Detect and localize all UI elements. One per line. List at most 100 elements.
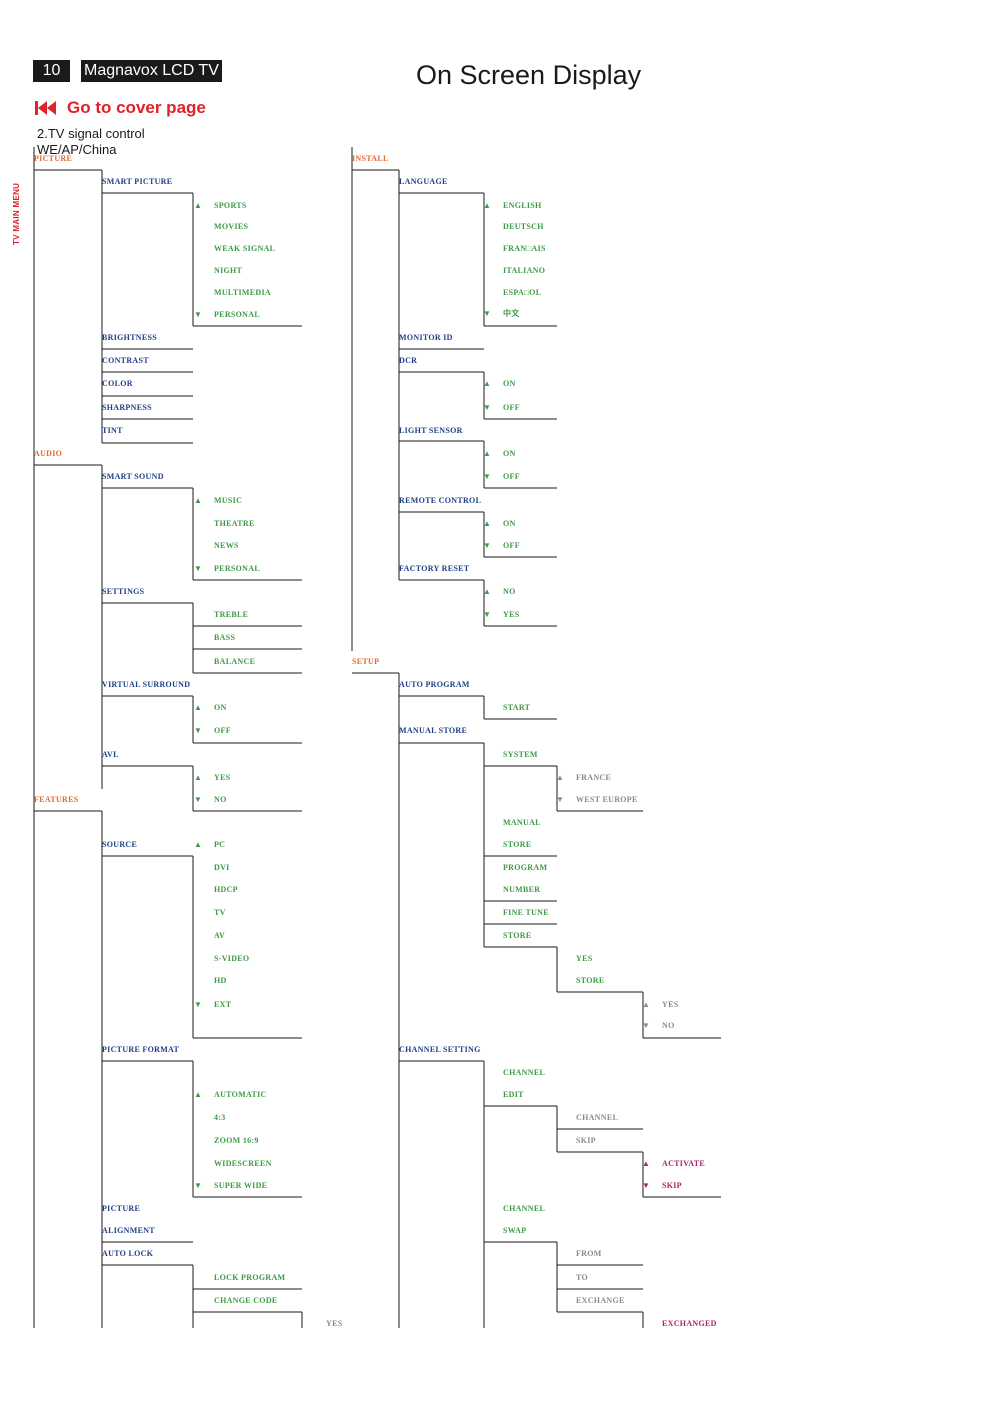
down-arrow-icon: ▼ bbox=[483, 472, 491, 481]
menu-label-option: BASS bbox=[214, 633, 236, 642]
menu-label-option: NIGHT bbox=[214, 266, 243, 275]
menu-label-option: ESPA□OL bbox=[503, 288, 542, 297]
menu-label-option: HDCP bbox=[214, 885, 238, 894]
menu-label-option: SUPER WIDE bbox=[214, 1181, 268, 1190]
menu-label-option: YES bbox=[576, 954, 593, 963]
menu-label-item: PICTURE bbox=[102, 1204, 141, 1213]
menu-label-item: AUTO LOCK bbox=[102, 1249, 154, 1258]
up-arrow-icon: ▲ bbox=[194, 773, 202, 782]
menu-label-option: EXT bbox=[214, 1000, 232, 1009]
menu-label-item: DCR bbox=[399, 356, 418, 365]
menu-label-option: YES bbox=[503, 610, 520, 619]
menu-label-item: BRIGHTNESS bbox=[102, 333, 158, 342]
up-arrow-icon: ▲ bbox=[194, 201, 202, 210]
menu-label-option: ITALIANO bbox=[503, 266, 546, 275]
down-arrow-icon: ▼ bbox=[483, 541, 491, 550]
menu-label-option: CHANNEL bbox=[503, 1204, 546, 1213]
up-arrow-icon: ▲ bbox=[483, 449, 491, 458]
menu-label-menu: FEATURES bbox=[34, 795, 79, 804]
menu-label-option: ON bbox=[503, 449, 516, 458]
menu-label-option: PERSONAL bbox=[214, 310, 260, 319]
menu-label-option: OFF bbox=[503, 403, 520, 412]
go-to-cover-link[interactable]: Go to cover page bbox=[35, 97, 206, 119]
menu-label-item: CHANNEL SETTING bbox=[399, 1045, 481, 1054]
up-arrow-icon: ▲ bbox=[483, 587, 491, 596]
down-arrow-icon: ▼ bbox=[194, 726, 202, 735]
menu-label-option: FINE TUNE bbox=[503, 908, 549, 917]
menu-label-item: AUTO PROGRAM bbox=[399, 680, 470, 689]
menu-label-option: MANUAL bbox=[503, 818, 541, 827]
down-arrow-icon: ▼ bbox=[194, 1000, 202, 1009]
menu-label-option: OFF bbox=[503, 472, 520, 481]
menu-label-option: STORE bbox=[576, 976, 605, 985]
menu-label-item: SETTINGS bbox=[102, 587, 145, 596]
brand-label: Magnavox LCD TV bbox=[81, 60, 222, 82]
menu-label-item: SMART PICTURE bbox=[102, 177, 173, 186]
down-arrow-icon: ▼ bbox=[642, 1021, 650, 1030]
menu-label-accent: SKIP bbox=[662, 1181, 682, 1190]
up-arrow-icon: ▲ bbox=[483, 379, 491, 388]
menu-label-option: ENGLISH bbox=[503, 201, 542, 210]
menu-label-option: CHANNEL bbox=[503, 1068, 546, 1077]
menu-label-accent: ACTIVATE bbox=[662, 1159, 706, 1168]
menu-label-option: AV bbox=[214, 931, 226, 940]
menu-label-option: S-VIDEO bbox=[214, 954, 250, 963]
down-arrow-icon: ▼ bbox=[194, 1181, 202, 1190]
menu-label-option: START bbox=[503, 703, 531, 712]
menu-label-option: STORE bbox=[503, 840, 532, 849]
menu-label-option: SWAP bbox=[503, 1226, 527, 1235]
down-arrow-icon: ▼ bbox=[556, 795, 564, 804]
menu-label-sub-option: EXCHANGE bbox=[576, 1296, 625, 1305]
menu-label-item: SMART SOUND bbox=[102, 472, 164, 481]
menu-label-option: THEATRE bbox=[214, 519, 255, 528]
menu-label-option: SYSTEM bbox=[503, 750, 538, 759]
down-arrow-icon: ▼ bbox=[194, 564, 202, 573]
menu-label-option: PC bbox=[214, 840, 226, 849]
menu-label-option: FRAN□AIS bbox=[503, 244, 546, 253]
menu-label-option: EDIT bbox=[503, 1090, 524, 1099]
menu-label-sub-option: WEST EUROPE bbox=[576, 795, 638, 804]
menu-label-menu: INSTALL bbox=[352, 154, 389, 163]
menu-label-item: REMOTE CONTROL bbox=[399, 496, 482, 505]
up-arrow-icon: ▲ bbox=[194, 496, 202, 505]
up-arrow-icon: ▲ bbox=[642, 1000, 650, 1009]
menu-label-option: SPORTS bbox=[214, 201, 247, 210]
menu-label-item: SOURCE bbox=[102, 840, 138, 849]
menu-label-item: COLOR bbox=[102, 379, 133, 388]
menu-label-option: BALANCE bbox=[214, 657, 256, 666]
menu-label-option: MUSIC bbox=[214, 496, 243, 505]
up-arrow-icon: ▲ bbox=[642, 1159, 650, 1168]
up-arrow-icon: ▲ bbox=[483, 201, 491, 210]
menu-label-sub-option: FRANCE bbox=[576, 773, 612, 782]
menu-label-option: DEUTSCH bbox=[503, 222, 544, 231]
go-to-cover-label: Go to cover page bbox=[67, 98, 206, 117]
menu-label-option: OFF bbox=[214, 726, 231, 735]
section-subtitle: 2.TV signal control bbox=[37, 126, 145, 141]
menu-label-item: MANUAL STORE bbox=[399, 726, 468, 735]
page-title: On Screen Display bbox=[416, 60, 642, 90]
up-arrow-icon: ▲ bbox=[483, 519, 491, 528]
up-arrow-icon: ▲ bbox=[194, 703, 202, 712]
menu-label-option: PERSONAL bbox=[214, 564, 260, 573]
menu-label-option: PROGRAM bbox=[503, 863, 548, 872]
menu-label-item: ALIGNMENT bbox=[102, 1226, 155, 1235]
menu-label-option: 4:3 bbox=[214, 1113, 226, 1122]
menu-label-option: NUMBER bbox=[503, 885, 541, 894]
menu-label-option: HD bbox=[214, 976, 227, 985]
menu-label-option: ZOOM 16:9 bbox=[214, 1136, 259, 1145]
region-subtitle: WE/AP/China bbox=[37, 142, 117, 157]
menu-label-sub-option: SKIP bbox=[576, 1136, 596, 1145]
menu-label-option: AUTOMATIC bbox=[214, 1090, 267, 1099]
down-arrow-icon: ▼ bbox=[642, 1181, 650, 1190]
menu-label-item: CONTRAST bbox=[102, 356, 149, 365]
menu-label-option: TREBLE bbox=[214, 610, 249, 619]
menu-label-item: FACTORY RESET bbox=[399, 564, 470, 573]
menu-label-item: MONITOR ID bbox=[399, 333, 453, 342]
menu-label-option: 中文 bbox=[503, 309, 520, 318]
menu-label-option: ON bbox=[503, 519, 516, 528]
menu-label-item: PICTURE FORMAT bbox=[102, 1045, 180, 1054]
menu-label-sub-option: YES bbox=[662, 1000, 679, 1009]
menu-label-option: STORE bbox=[503, 931, 532, 940]
menu-label-option: CHANGE CODE bbox=[214, 1296, 278, 1305]
